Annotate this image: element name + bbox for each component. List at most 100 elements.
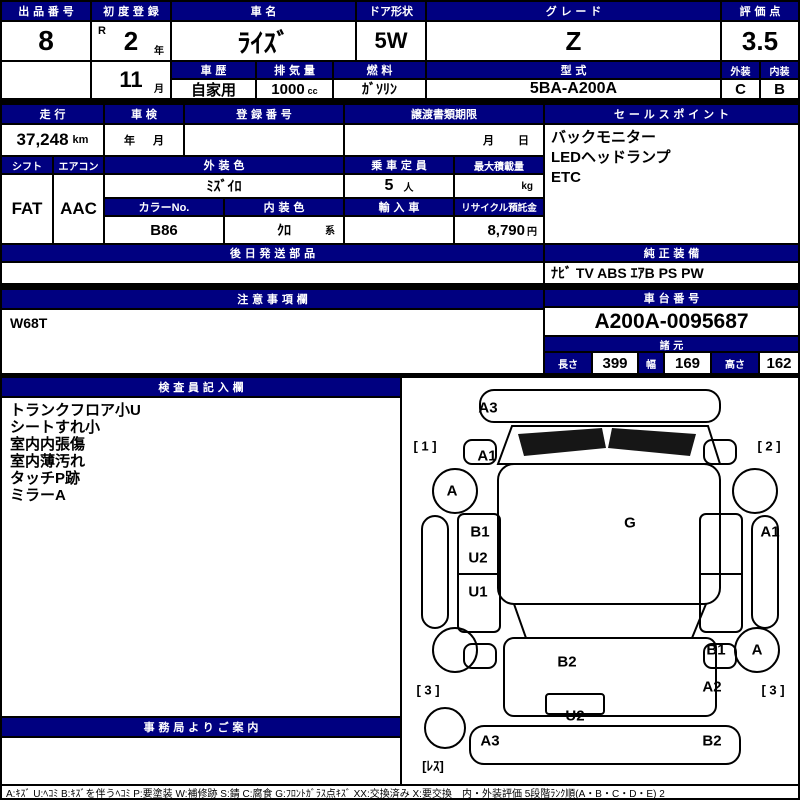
damage-marker: U2 <box>468 549 488 567</box>
office-notice-header: 事務局よりご案内 <box>2 718 400 736</box>
rear-bumper-shape <box>469 725 741 765</box>
first-registration-header: 初度登録 <box>92 2 170 20</box>
exterior-color-header: 外装色 <box>105 157 343 173</box>
interior-color-value: ｸﾛ 系 <box>225 217 343 243</box>
registration-number-value <box>185 125 343 155</box>
spare-tire <box>424 707 466 749</box>
left-front-wheel <box>432 468 478 514</box>
model-code-value: 5BA-A200A <box>427 80 720 98</box>
inspector-note: タッチP跡 <box>10 470 81 487</box>
lot-number-value: 8 <box>2 22 90 60</box>
tire-marker: [ 1 ] <box>413 438 437 454</box>
inspector-note: 室内薄汚れ <box>10 453 86 470</box>
recycle-deposit-number: 8,790 <box>487 221 525 239</box>
exterior-grade-value: C <box>722 80 759 98</box>
length-value: 399 <box>593 353 637 373</box>
later-parts-value <box>2 263 543 283</box>
max-load-header: 最大積載量 <box>455 157 543 173</box>
caution-body: W68T <box>2 310 543 373</box>
import-car-header: 輸入車 <box>345 199 453 215</box>
front-bumper-shape <box>479 389 721 423</box>
left-front-fender <box>463 439 497 465</box>
displacement-unit: cc <box>307 86 318 96</box>
aircon-header: エアコン <box>54 157 103 173</box>
shift-value: FAT <box>2 175 52 243</box>
width-value: 169 <box>665 353 710 373</box>
import-car-value <box>345 217 453 243</box>
windshield-left-shape <box>518 428 606 456</box>
damage-marker: A1 <box>760 523 780 541</box>
transfer-deadline-value: 月 日 <box>345 125 543 155</box>
damage-marker: B1 <box>470 523 490 541</box>
mileage-value: 37,248 km <box>2 125 103 155</box>
spare-tire-marker: [ﾚｽ] <box>422 758 444 774</box>
dimensions-header: 諸元 <box>545 337 798 352</box>
displacement-number: 1000 <box>271 80 305 98</box>
office-notice-blank <box>2 738 400 784</box>
history-value: 自家用 <box>172 80 255 99</box>
width-label: 幅 <box>639 353 663 373</box>
interior-grade-value: B <box>761 80 798 98</box>
roof-shape <box>497 463 721 605</box>
year-unit: 年 <box>154 46 164 57</box>
damage-marker: B2 <box>702 732 722 750</box>
grade-value: Z <box>427 22 720 60</box>
right-front-fender <box>703 439 737 465</box>
fuel-value: ｶﾞｿﾘﾝ <box>334 80 425 98</box>
inspector-note: 室内内張傷 <box>10 436 86 453</box>
inspection-header: 車検 <box>105 105 183 123</box>
equipment-value: ﾅﾋﾞ TV ABS ｴｱB PS PW <box>545 263 798 283</box>
displacement-header: 排気量 <box>257 62 332 78</box>
grade-header: グレード <box>427 2 720 20</box>
height-value: 162 <box>760 353 798 373</box>
damage-marker: U1 <box>468 583 488 601</box>
car-name-header: 車名 <box>172 2 355 20</box>
capacity-value: 5 人 <box>345 175 453 197</box>
lot-blank-cell <box>2 62 90 98</box>
later-parts-header: 後日発送部品 <box>2 245 543 261</box>
chassis-number-value: A200A-0095687 <box>545 308 798 335</box>
reg-month-value: 11 <box>119 67 143 92</box>
capacity-header: 乗車定員 <box>345 157 453 173</box>
transfer-month-unit: 月 <box>483 135 494 147</box>
transfer-deadline-header: 譲渡書類期限 <box>345 105 543 123</box>
recycle-deposit-unit: 円 <box>527 226 537 238</box>
right-rear-quarter <box>703 643 737 669</box>
sales-points-body: バックモニター LEDヘッドランプ ETC <box>545 125 798 243</box>
interior-grade-header: 内装 <box>761 62 798 78</box>
damage-marker: B2 <box>557 653 577 671</box>
right-front-wheel <box>732 468 778 514</box>
left-rear-wheel <box>432 627 478 673</box>
license-plate-shape <box>545 693 605 715</box>
damage-marker: A3 <box>478 399 498 417</box>
damage-marker: B1 <box>706 641 726 659</box>
equipment-header: 純正装備 <box>545 245 798 261</box>
damage-code-legend: A:ｷｽﾞ U:ﾍｺﾐ B:ｷｽﾞを伴うﾍｺﾐ P:要塗装 W:補修跡 S:錆 … <box>2 786 798 800</box>
era-code: R <box>98 25 106 37</box>
capacity-unit: 人 <box>403 182 414 194</box>
damage-marker: A2 <box>702 678 722 696</box>
car-outline-drawing <box>421 389 780 765</box>
left-rear-quarter <box>463 643 497 669</box>
score-header: 評価点 <box>722 2 798 20</box>
damage-marker: A <box>446 482 458 500</box>
inspection-month-unit: 月 <box>153 135 164 147</box>
inspector-note: ミラーA <box>10 487 66 504</box>
color-number-value: B86 <box>105 217 223 243</box>
left-sill-panel <box>421 515 449 629</box>
score-value: 3.5 <box>722 22 798 60</box>
lot-number-header: 出品番号 <box>2 2 90 20</box>
chassis-number-header: 車台番号 <box>545 290 798 306</box>
model-code-header: 型式 <box>427 62 720 78</box>
aircon-value: AAC <box>54 175 103 243</box>
color-number-header: カラーNo. <box>105 199 223 215</box>
mileage-header: 走行 <box>2 105 103 123</box>
tire-marker: [ 3 ] <box>761 682 785 698</box>
shift-header: シフト <box>2 157 52 173</box>
first-registration-month: 11 月 <box>92 62 170 98</box>
trunk-shape <box>503 637 717 717</box>
transfer-day-unit: 日 <box>518 135 529 147</box>
inspector-note: トランクフロア小U <box>10 402 141 419</box>
exterior-color-value: ﾐｽﾞｲﾛ <box>105 175 343 197</box>
